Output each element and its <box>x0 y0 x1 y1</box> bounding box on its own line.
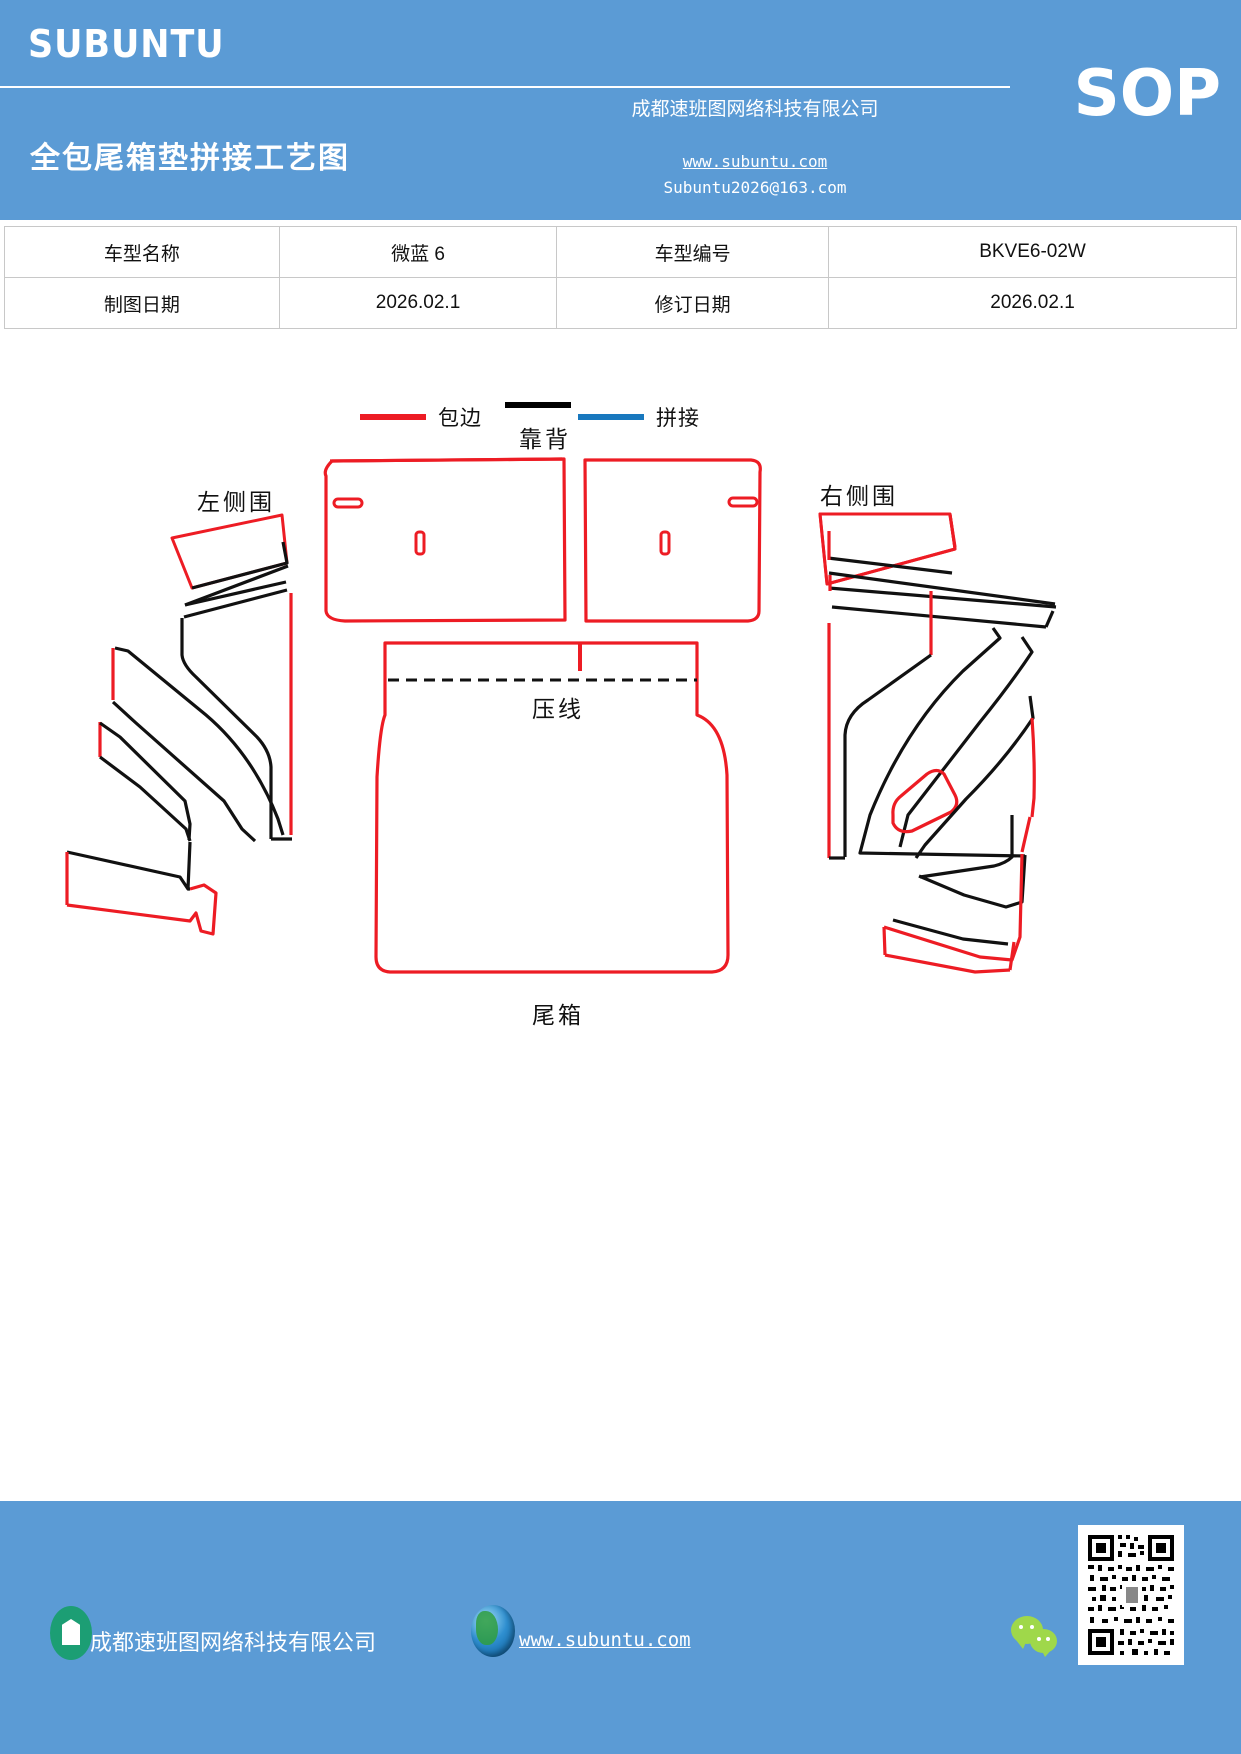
table-row: 制图日期 2026.02.1 修订日期 2026.02.1 <box>4 277 1237 329</box>
qr-code <box>1078 1525 1184 1665</box>
table-row: 车型名称 微蓝 6 车型编号 BKVE6-02W <box>4 226 1237 278</box>
legend-label-binding: 包边 <box>438 407 482 430</box>
brand-logo: SUBUNTU <box>28 22 225 66</box>
line-swatch-blue-icon <box>578 414 644 420</box>
line-swatch-black-icon <box>505 402 571 408</box>
backrest-left-panel <box>323 457 567 623</box>
legend-item-binding: 包边 <box>360 402 482 432</box>
page-header: SUBUNTU 全包尾箱垫拼接工艺图 SOP 成都速班图网络科技有限公司 www… <box>0 0 1241 220</box>
document-title: 全包尾箱垫拼接工艺图 <box>30 142 350 175</box>
legend-item-black <box>505 402 571 408</box>
wechat-icon <box>1011 1616 1061 1657</box>
sop-badge: SOP <box>1073 57 1221 131</box>
label-left-side: 左侧围 <box>197 489 275 515</box>
label-trunk: 尾箱 <box>532 1002 584 1028</box>
globe-icon <box>471 1605 515 1657</box>
label-press-line: 压线 <box>532 696 584 722</box>
footer-website-link[interactable]: www.subuntu.com <box>519 1629 691 1651</box>
header-website-link[interactable]: www.subuntu.com <box>682 152 828 171</box>
backrest-left-slot-icon <box>332 497 364 509</box>
right-wall-pocket-cutout <box>891 768 959 834</box>
legend: 包边 拼接 <box>0 398 1241 432</box>
cell-model-name-value: 微蓝 6 <box>278 226 558 278</box>
qr-code-image <box>1084 1531 1178 1659</box>
label-right-side: 右侧围 <box>820 483 898 509</box>
cell-revise-date-label: 修订日期 <box>556 277 830 329</box>
backrest-right-hole-icon <box>659 530 671 556</box>
cell-model-code-label: 车型编号 <box>556 226 830 278</box>
trunk-floor-panel <box>374 641 730 974</box>
legend-item-splice: 拼接 <box>578 402 700 432</box>
backrest-right-slot-icon <box>727 496 759 508</box>
company-house-icon <box>50 1606 92 1660</box>
header-email[interactable]: Subuntu2026@163.com <box>663 178 847 197</box>
cell-model-code-value: BKVE6-02W <box>828 226 1237 278</box>
pattern-vector-layer <box>65 457 1057 974</box>
cell-draw-date-label: 制图日期 <box>4 277 280 329</box>
label-backrest: 靠背 <box>519 426 571 452</box>
header-divider <box>0 86 1010 88</box>
backrest-left-hole-icon <box>414 530 426 556</box>
cell-revise-date-value: 2026.02.1 <box>828 277 1237 329</box>
backrest-right-panel <box>583 458 762 623</box>
left-side-wall-group <box>65 513 293 936</box>
line-swatch-red-icon <box>360 414 426 420</box>
legend-label-splice: 拼接 <box>656 407 700 430</box>
cell-draw-date-value: 2026.02.1 <box>278 277 558 329</box>
page-footer: 成都速班图网络科技有限公司 www.subuntu.com <box>0 1501 1241 1754</box>
footer-company-name: 成都速班图网络科技有限公司 <box>90 1630 377 1655</box>
cell-model-name-label: 车型名称 <box>4 226 280 278</box>
header-company-name: 成都速班图网络科技有限公司 <box>631 99 879 120</box>
vehicle-info-table: 车型名称 微蓝 6 车型编号 BKVE6-02W 制图日期 2026.02.1 … <box>4 226 1237 329</box>
process-drawing: 靠背 左侧围 右侧围 压线 尾箱 <box>0 415 1241 1055</box>
right-side-wall-group <box>818 512 1057 974</box>
